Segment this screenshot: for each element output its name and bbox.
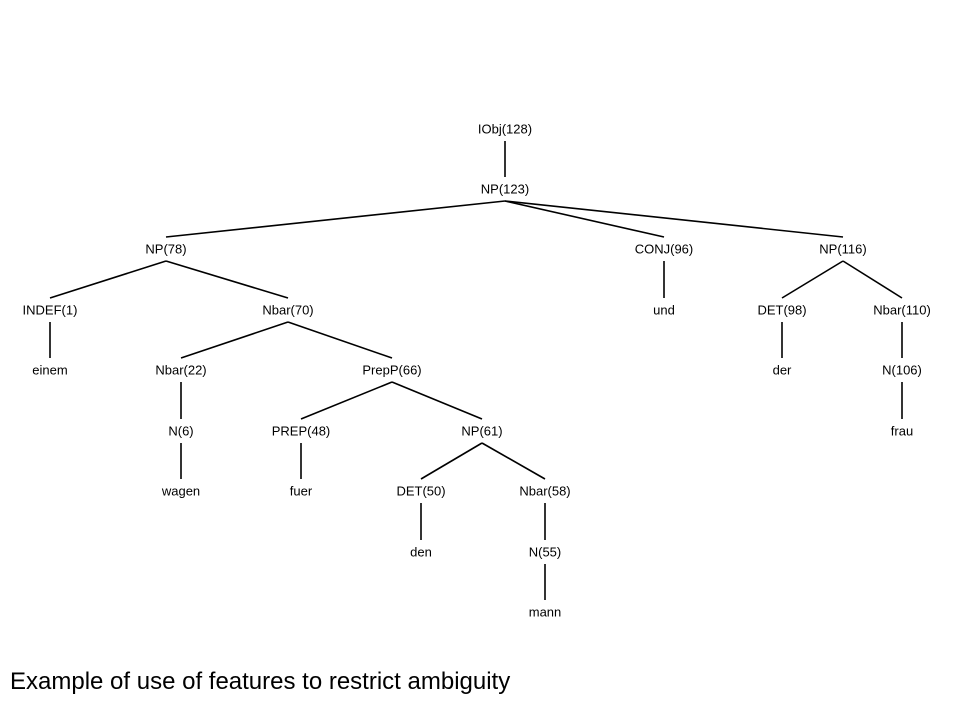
tree-node-nbar70: Nbar(70): [262, 303, 313, 318]
tree-node-det50: DET(50): [396, 484, 445, 499]
tree-node-conj96: CONJ(96): [635, 242, 694, 257]
tree-node-einem: einem: [32, 363, 67, 378]
slide-caption: Example of use of features to restrict a…: [10, 668, 511, 695]
tree-node-nbar58: Nbar(58): [519, 484, 570, 499]
tree-edge-np116-nbar110: [842, 260, 903, 299]
tree-node-np123: NP(123): [481, 182, 529, 197]
tree-node-np78: NP(78): [145, 242, 186, 257]
tree-edge-np78-nbar70: [165, 260, 289, 299]
tree-node-fuer: fuer: [290, 484, 313, 499]
tree-edge-np61-nbar58: [481, 442, 546, 480]
tree-node-iobj128: IObj(128): [478, 122, 532, 137]
tree-nodes: IObj(128) NP(123) NP(78) CONJ(96) NP(116) IND…: [23, 122, 931, 620]
tree-node-der: der: [773, 363, 792, 378]
tree-node-prep48: PREP(48): [272, 424, 331, 439]
tree-edge-np116-det98: [781, 260, 844, 299]
tree-edge-nbar70-nbar22: [180, 321, 289, 359]
tree-edge-np123-np116: [504, 200, 844, 238]
tree-node-nbar22: Nbar(22): [155, 363, 206, 378]
tree-edge-nbar70-prepp66: [287, 321, 393, 359]
tree-node-np116: NP(116): [819, 242, 866, 257]
tree-node-n55: N(55): [529, 545, 562, 560]
tree-node-den: den: [410, 545, 432, 560]
tree-edge-np123-np78: [165, 200, 506, 238]
parse-tree: IObj(128) NP(123) NP(78) CONJ(96) NP(116) IND…: [23, 122, 931, 620]
tree-node-n6: N(6): [168, 424, 193, 439]
tree-node-prepp66: PrepP(66): [362, 363, 421, 378]
tree-node-mann: mann: [529, 605, 562, 620]
tree-edge-prepp66-np61: [391, 381, 483, 420]
tree-node-det98: DET(98): [757, 303, 806, 318]
tree-node-und: und: [653, 303, 675, 318]
tree-node-frau: frau: [891, 424, 913, 439]
tree-edge-np123-conj96: [504, 200, 665, 238]
tree-node-n106: N(106): [882, 363, 922, 378]
tree-node-wagen: wagen: [161, 484, 200, 499]
tree-edges: [49, 141, 903, 600]
tree-node-nbar110: Nbar(110): [873, 303, 931, 318]
tree-edge-prepp66-prep48: [300, 381, 393, 420]
tree-node-indef1: INDEF(1): [23, 303, 78, 318]
tree-node-np61: NP(61): [461, 424, 502, 439]
tree-edge-np78-indef1: [49, 260, 167, 299]
tree-edge-np61-det50: [420, 442, 483, 480]
